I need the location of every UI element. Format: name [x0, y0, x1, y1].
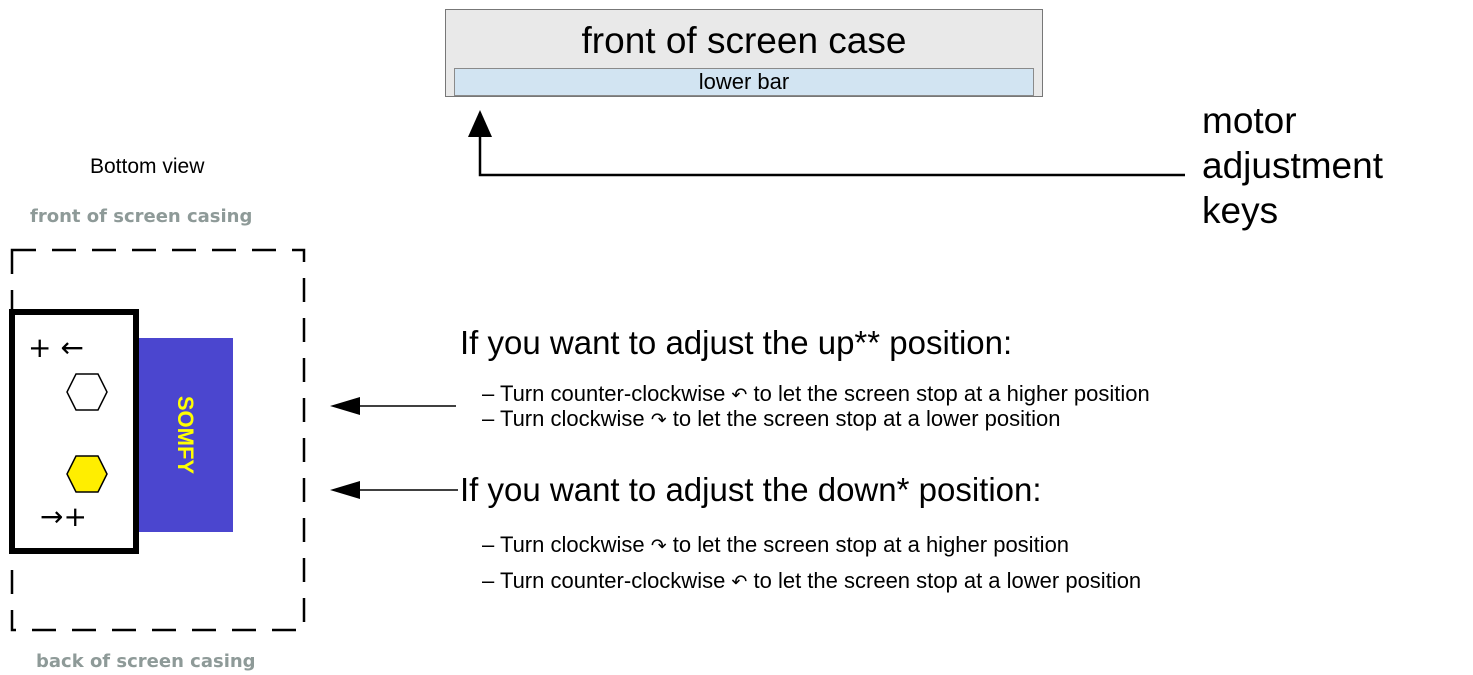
bottom-view-title: Bottom view — [90, 155, 205, 178]
somfy-motor-body: SOMFY — [137, 338, 233, 532]
step-text: – Turn counter-clockwise — [482, 568, 726, 593]
step-text: – Turn clockwise — [482, 406, 645, 431]
counter-clockwise-icon: ↶ — [731, 571, 748, 593]
up-adjustment-key-icon[interactable] — [65, 372, 109, 412]
back-casing-label: back of screen casing — [36, 651, 256, 672]
lower-bar: lower bar — [454, 68, 1034, 96]
somfy-brand: SOMFY — [173, 395, 198, 475]
down-step-1: – Turn clockwise ↷ to let the screen sto… — [482, 532, 1069, 559]
screen-case-front: front of screen case lower bar — [445, 9, 1043, 97]
motor-label-line: keys — [1202, 190, 1279, 231]
step-text: – Turn clockwise — [482, 532, 645, 557]
front-casing-label: front of screen casing — [30, 206, 253, 227]
up-position-heading: If you want to adjust the up** position: — [460, 324, 1013, 361]
down-step-2: – Turn counter-clockwise ↶ to let the sc… — [482, 568, 1141, 595]
clockwise-icon: ↷ — [650, 535, 667, 557]
motor-head — [9, 309, 139, 554]
step-text: to let the screen stop at a higher posit… — [753, 381, 1150, 406]
step-text: to let the screen stop at a lower positi… — [672, 406, 1061, 431]
motor-keys-pointer-line — [478, 130, 1185, 177]
case-title: front of screen case — [581, 20, 907, 61]
down-position-heading: If you want to adjust the down* position… — [460, 471, 1042, 508]
motor-label-line: adjustment — [1202, 145, 1383, 186]
counter-clockwise-icon: ↶ — [731, 384, 748, 406]
up-arrowhead — [468, 110, 492, 137]
step-text: – Turn counter-clockwise — [482, 381, 726, 406]
up-key-symbol: + ← — [28, 331, 84, 364]
down-adjustment-key-icon[interactable] — [65, 454, 109, 494]
step-text: to let the screen stop at a higher posit… — [672, 532, 1070, 557]
casing-outline — [10, 248, 306, 632]
up-step-2: – Turn clockwise ↷ to let the screen sto… — [482, 406, 1060, 433]
step-text: to let the screen stop at a lower positi… — [753, 568, 1142, 593]
up-section-arrowhead — [330, 397, 360, 415]
down-section-arrowhead — [330, 481, 360, 499]
motor-adjustment-keys-label: motor adjustment keys — [1202, 98, 1383, 233]
down-key-symbol: →+ — [40, 500, 87, 533]
motor-label-line: motor — [1202, 100, 1297, 141]
up-step-1: – Turn counter-clockwise ↶ to let the sc… — [482, 381, 1150, 408]
clockwise-icon: ↷ — [650, 409, 667, 431]
